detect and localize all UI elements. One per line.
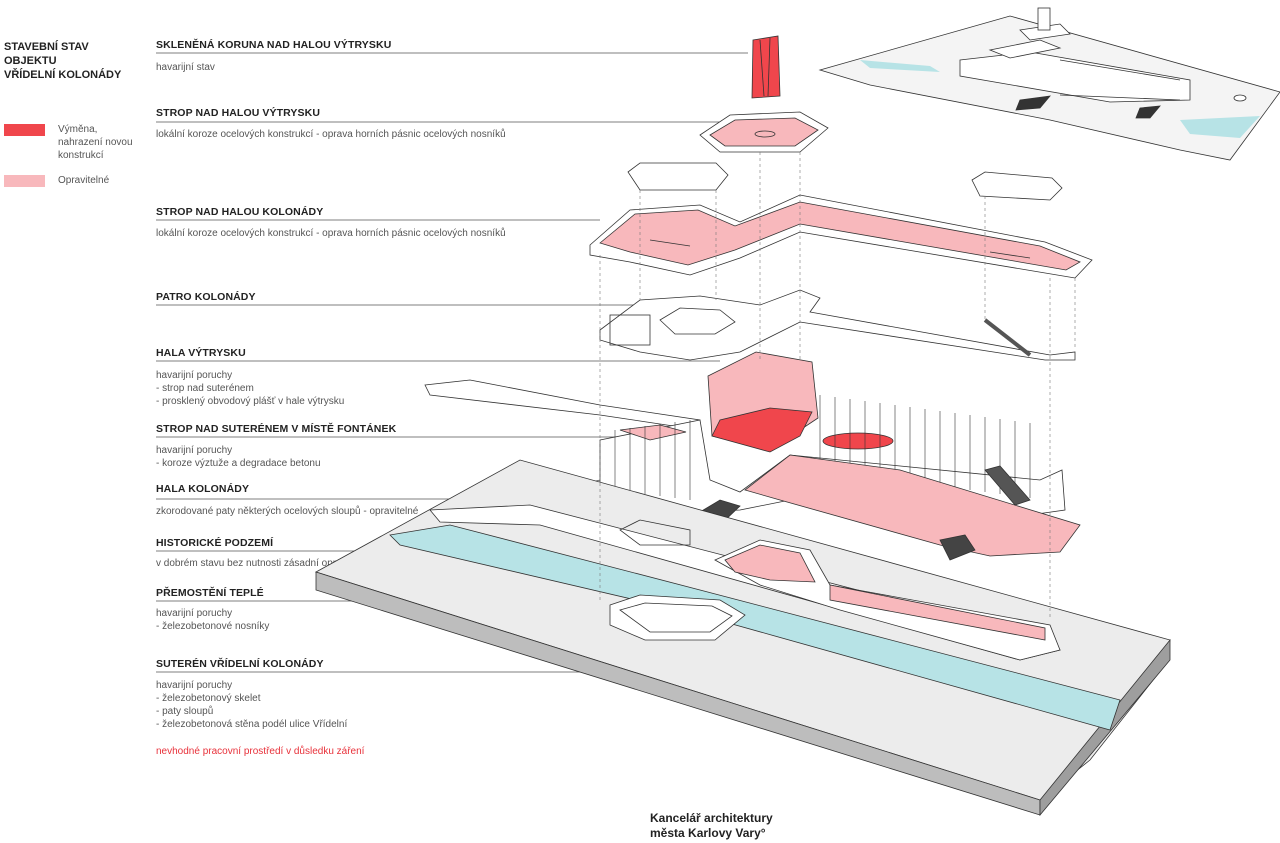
label-title-colonnade-floor: PATRO KOLONÁDY [156,291,256,303]
legend-label-repairable: Opravitelné [58,175,110,186]
label-title-colonnade-hall: HALA KOLONÁDY [156,483,250,495]
label-title-basement: SUTERÉN VŘÍDELNÍ KOLONÁDY [156,658,324,670]
tower-caps [627,162,1063,201]
label-title-glass-crown: SKLENĚNÁ KORUNA NAD HALOU VÝTRYSKU [156,39,392,51]
colonnade-hall-ceiling [589,194,1093,279]
colonnade-floor [599,289,1076,361]
label-desc-ceiling-fountains: havarijní poruchy - koroze výztuže a deg… [156,445,321,469]
label-desc-glass-crown: havarijní stav [156,62,215,73]
label-desc-colonnade-hall: zkorodované paty některých ocelových slo… [156,506,419,517]
label-title-tepla-bridge: PŘEMOSTĚNÍ TEPLÉ [156,587,264,599]
warning-text: nevhodné pracovní prostředí v důsledku z… [156,746,365,757]
legend-swatch-replace [4,124,45,136]
label-title-ceiling-colonnade-hall: STROP NAD HALOU KOLONÁDY [156,206,324,218]
halls [424,351,1081,561]
legend-title: STAVEBNÍ STAV OBJEKTU VŘÍDELNÍ KOLONÁDY [4,41,122,81]
overview-building [818,7,1280,161]
projection-lines [599,152,1076,620]
underground [609,519,1061,661]
label-title-geyser-hall: HALA VÝTRYSKU [156,347,246,359]
label-title-ceiling-fountains: STROP NAD SUTERÉNEM V MÍSTĚ FONTÁNEK [156,423,397,435]
label-desc-ceiling-geyser-hall: lokální koroze ocelových konstrukcí - op… [156,129,506,140]
label-title-historic-underground: HISTORICKÉ PODZEMÍ [156,537,274,549]
label-desc-basement: havarijní poruchy - železobetonový skele… [156,680,348,730]
glass-crown [751,35,781,99]
geyser-hall-ceiling [699,111,829,153]
label-desc-geyser-hall: havarijní poruchy - strop nad suterénem … [156,370,345,407]
legend-label-replace: Výměna, nahrazení novou konstrukcí [58,124,133,161]
label-title-ceiling-geyser-hall: STROP NAD HALOU VÝTRYSKU [156,107,320,119]
label-desc-ceiling-colonnade-hall: lokální koroze ocelových konstrukcí - op… [156,228,506,239]
label-desc-tepla-bridge: havarijní poruchy - železobetonové nosní… [156,608,270,632]
footer-credit: Kancelář architektury města Karlovy Vary… [650,811,773,840]
legend-swatch-repairable [4,175,45,187]
